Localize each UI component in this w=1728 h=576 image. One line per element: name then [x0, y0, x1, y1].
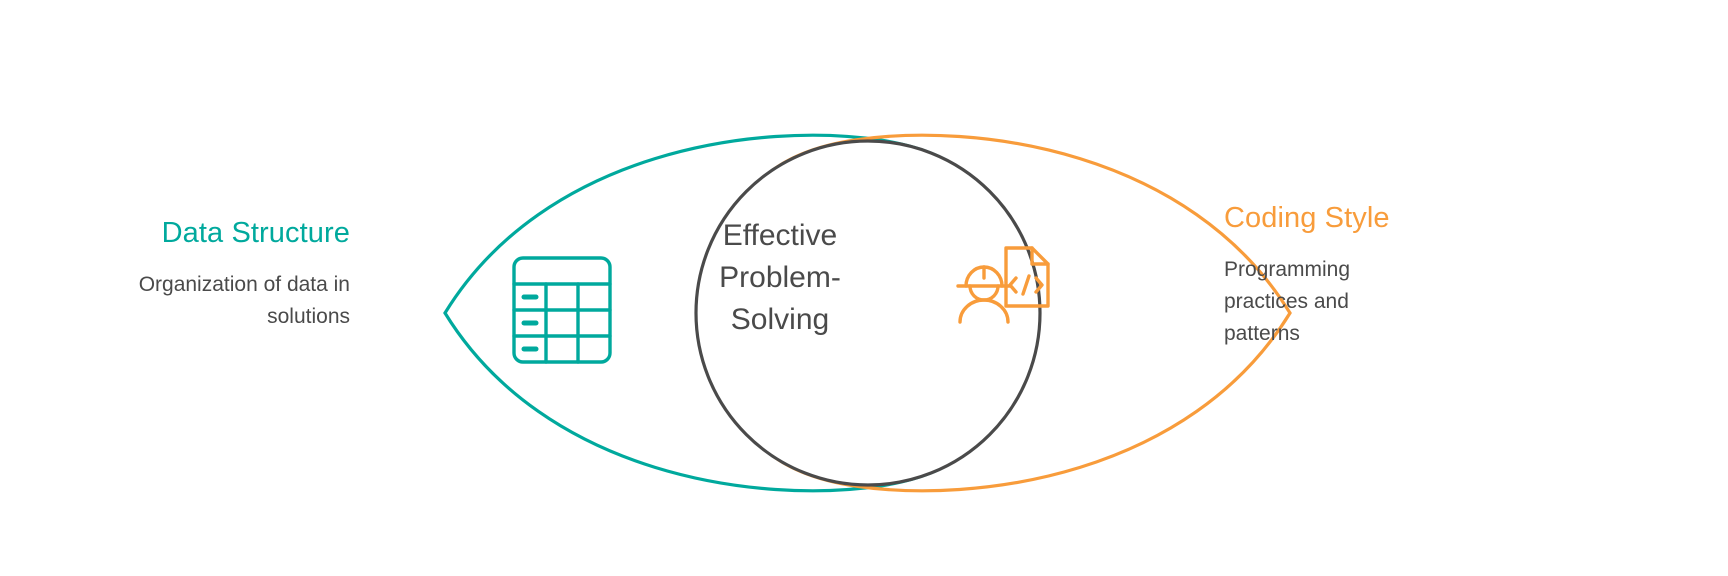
left-description: Organization of data in solutions [138, 273, 350, 328]
center-circle-shape [694, 139, 1042, 487]
left-text-block: Data Structure Organization of data in s… [60, 215, 350, 333]
engineer-person-icon [956, 265, 1012, 324]
center-label-line3: Solving [730, 303, 830, 336]
left-title: Data Structure [161, 217, 350, 249]
center-label-line2: Problem- [719, 261, 841, 294]
center-label: Effective Problem- Solving [660, 215, 900, 341]
table-grid-icon [512, 256, 612, 364]
right-title: Coding Style [1224, 202, 1390, 234]
right-text-block: Coding Style Programming practices and p… [1224, 200, 1524, 350]
center-label-line1: Effective [722, 219, 838, 252]
developer-code-document-icon [956, 246, 1050, 324]
right-description: Programming practices and patterns [1224, 258, 1351, 345]
